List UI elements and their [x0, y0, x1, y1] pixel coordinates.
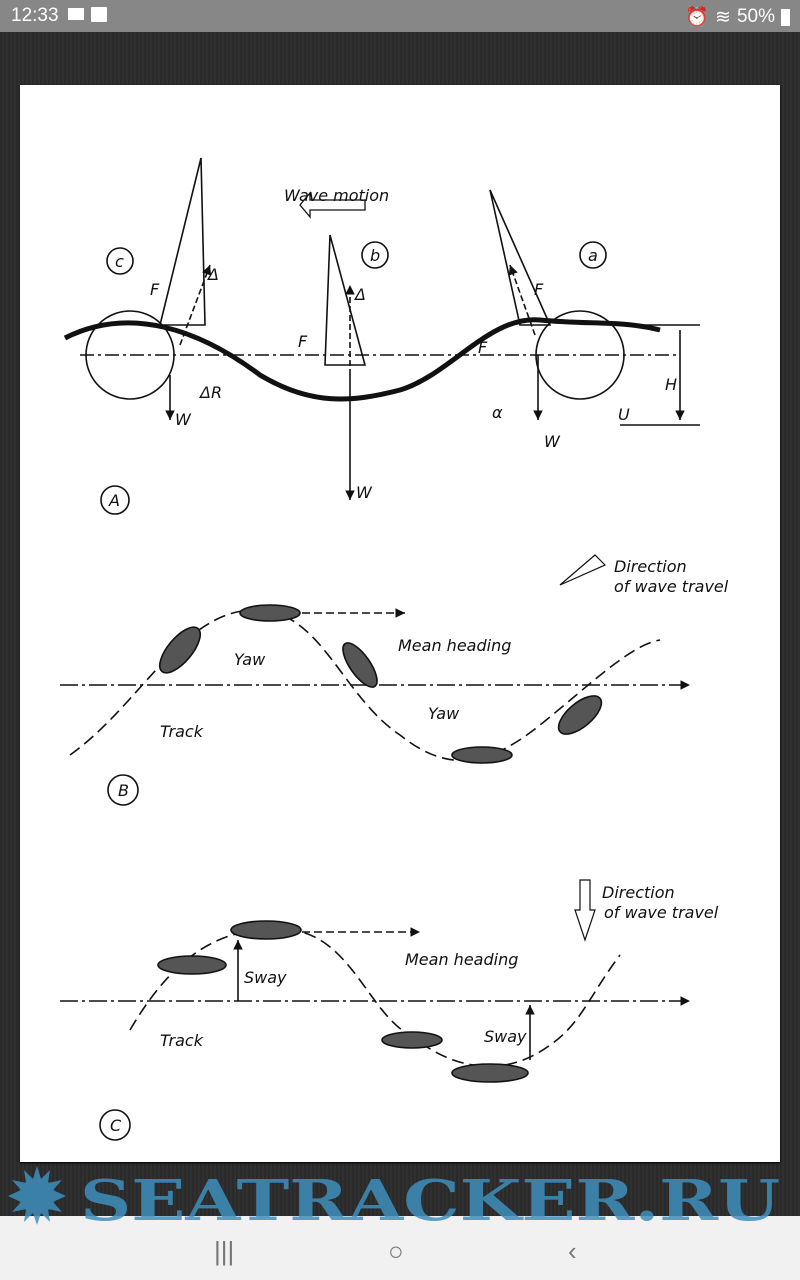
direction-c: Direction [602, 883, 675, 902]
hw: H [665, 375, 677, 394]
mean-heading-c: Mean heading [405, 950, 518, 969]
battery-text: 50% [736, 6, 775, 27]
sway-2: Sway [484, 1027, 527, 1046]
status-bar: 12:33 ⏰ ≋ 50% [0, 0, 800, 32]
home-button[interactable]: ○ [388, 1236, 404, 1266]
position-b: b [370, 246, 380, 265]
weight-b: W [356, 483, 373, 502]
direction-b: Direction [614, 557, 687, 576]
alpha: α [492, 403, 503, 422]
yaw-2: Yaw [428, 704, 460, 723]
panel-c-label: C [110, 1116, 122, 1135]
weight-c: W [175, 410, 192, 429]
back-button[interactable]: ‹ [568, 1236, 577, 1266]
delta-c: Δ [206, 265, 219, 284]
force-fr-a: F [534, 280, 544, 299]
panel-b-label: B [118, 781, 129, 800]
diagram-page[interactable]: Wave motion c b a F F F Δ Δ ΔR W W W F α… [20, 85, 780, 1162]
alarm-icon: ⏰ [685, 7, 710, 28]
direction-b2: of wave travel [614, 577, 729, 596]
panel-c-sway [60, 879, 690, 1141]
panel-a-wave [63, 157, 700, 515]
delta-b: Δ [353, 285, 366, 304]
navigation-bar: ||| ○ ‹ [0, 1216, 800, 1280]
wifi-icon: ≋ [715, 6, 731, 28]
panel-a-label: A [108, 491, 120, 510]
diagram: Wave motion c b a F F F Δ Δ ΔR W W W F α… [60, 157, 729, 1141]
panel-b-yaw [60, 554, 690, 806]
wave-motion-label: Wave motion [284, 186, 389, 205]
position-a: a [588, 246, 598, 265]
image-viewer[interactable]: Wave motion c b a F F F Δ Δ ΔR W W W F α… [0, 32, 800, 1216]
recents-button[interactable]: ||| [214, 1236, 235, 1266]
mean-heading-b: Mean heading [398, 636, 511, 655]
weight-a: W [544, 432, 561, 451]
sway-1: Sway [244, 968, 287, 987]
delta-r: ΔR [198, 383, 222, 402]
force-fd: F [478, 338, 488, 357]
force-fr: F [150, 280, 160, 299]
clock: 12:33 [11, 5, 59, 26]
force-fr-b: F [298, 332, 308, 351]
battery-icon [781, 8, 790, 26]
file-icon [91, 7, 107, 22]
track-c: Track [160, 1031, 204, 1050]
position-c: c [115, 252, 124, 271]
direction-c2: of wave travel [604, 903, 719, 922]
track-b: Track [160, 722, 204, 741]
yaw-1: Yaw [234, 650, 266, 669]
u-label: U [618, 405, 630, 424]
mail-icon [68, 8, 84, 20]
